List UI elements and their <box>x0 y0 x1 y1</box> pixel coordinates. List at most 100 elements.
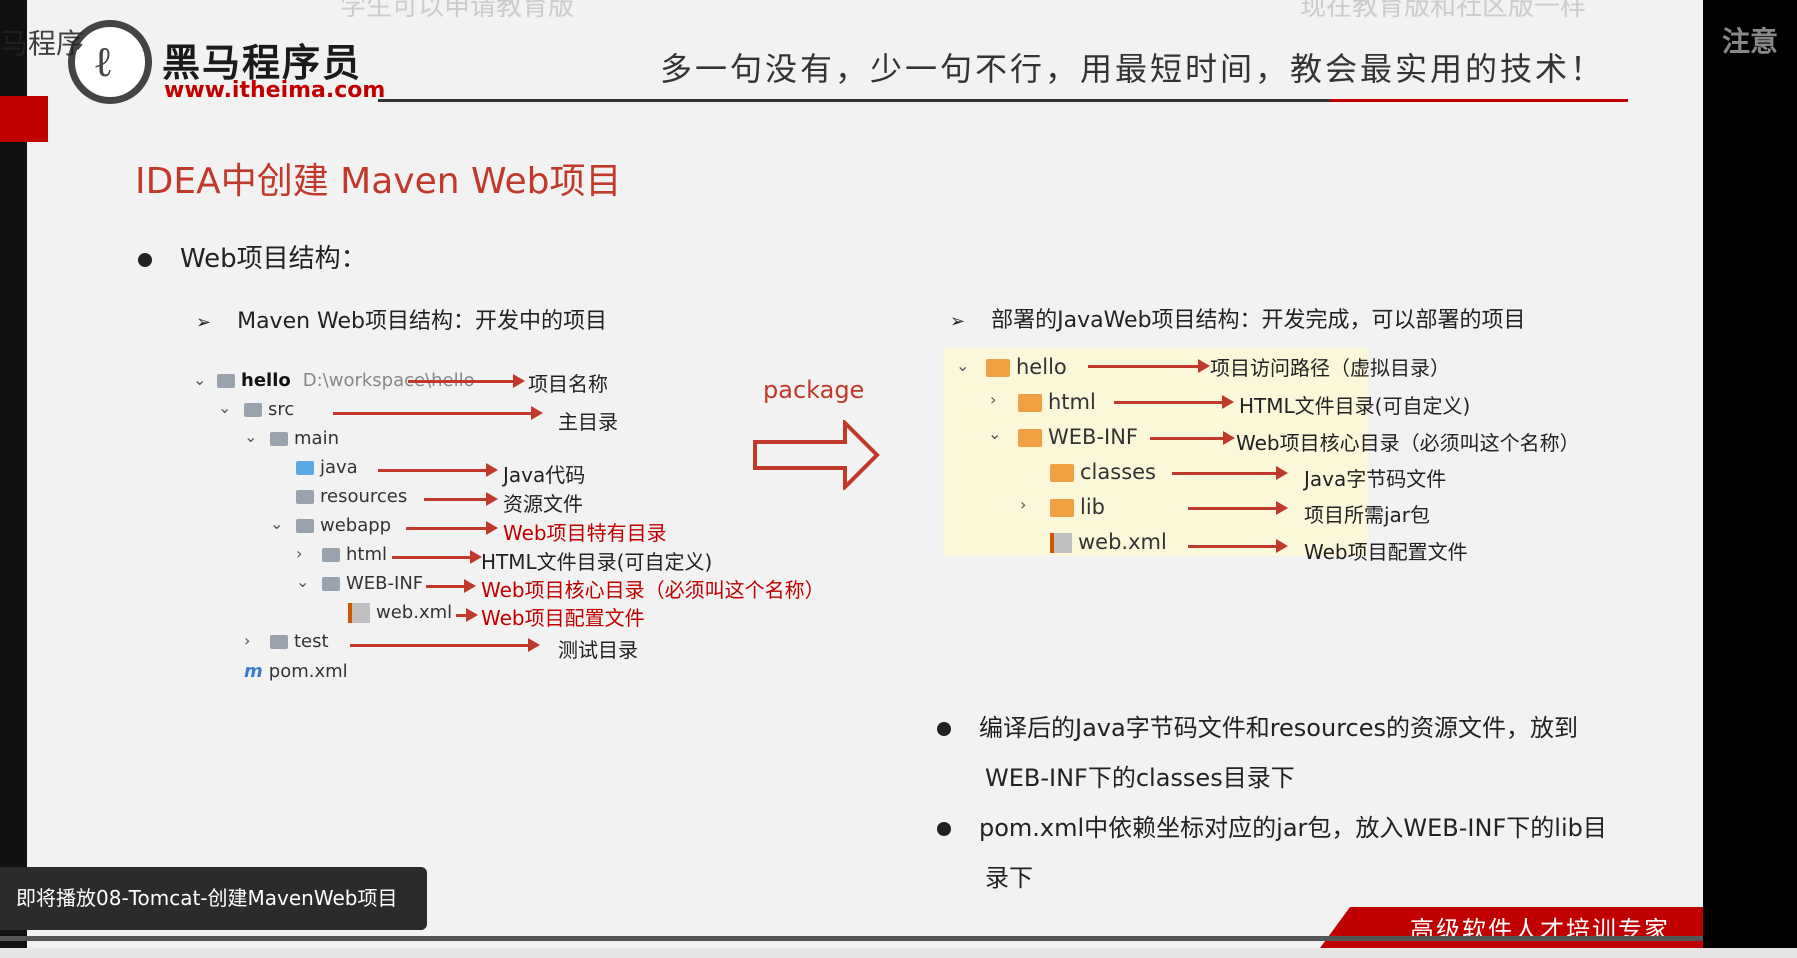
deploy-item-webxml[interactable]: web.xml <box>1050 530 1167 554</box>
logo-horse-icon: ℓ <box>68 20 152 104</box>
folder-icon <box>1050 464 1074 482</box>
xml-file-icon <box>348 603 370 623</box>
label-deploy-html: HTML文件目录(可自定义) <box>1239 394 1471 418</box>
maven-icon: m <box>244 661 263 682</box>
label-jar: 项目所需jar包 <box>1304 503 1431 527</box>
notice-text: 注意 <box>1722 25 1779 58</box>
logo-text: 黑马程序员 <box>162 41 363 85</box>
tree-item-html[interactable]: html <box>322 544 387 565</box>
tree-item-src[interactable]: src <box>244 399 294 420</box>
bullet-dot-icon <box>138 252 152 267</box>
tree-item-webapp[interactable]: webapp <box>296 515 391 536</box>
chevron-down-icon[interactable]: ⌄ <box>193 370 207 389</box>
source-folder-icon <box>296 461 314 475</box>
web-folder-icon <box>296 519 314 533</box>
arrow <box>1150 431 1235 445</box>
bullet-dot-icon <box>937 722 951 736</box>
deploy-item-classes[interactable]: classes <box>1050 460 1156 484</box>
video-progress-bar[interactable] <box>0 936 1703 941</box>
tree-item-webinf[interactable]: WEB-INF <box>322 573 423 594</box>
xml-file-icon <box>1050 533 1072 553</box>
chevron-down-icon[interactable]: ⌄ <box>988 424 1002 443</box>
tree-item-test[interactable]: test <box>270 631 329 652</box>
arrow <box>392 550 482 564</box>
up-next-toast[interactable]: 即将播放08-Tomcat-创建MavenWeb项目 <box>0 867 427 930</box>
deploy-item-webinf[interactable]: WEB-INF <box>1018 425 1138 449</box>
arrow <box>1088 359 1210 373</box>
slide-title: IDEA中创建 Maven Web项目 <box>135 161 622 202</box>
arrow <box>1172 466 1288 480</box>
arrow <box>456 608 478 622</box>
overlay-watermark: 马程序 <box>0 27 85 60</box>
deploy-item-html[interactable]: html <box>1018 390 1096 414</box>
label-bytecode: Java字节码文件 <box>1304 467 1447 491</box>
arrow <box>406 521 498 535</box>
arrow <box>426 579 476 593</box>
note-pom: pom.xml中依赖坐标对应的jar包，放入WEB-INF下的lib目 录下 <box>937 803 1607 903</box>
arrow <box>350 638 540 652</box>
left-heading: ➢Maven Web项目结构：开发中的项目 <box>196 309 608 334</box>
tree-item-webxml[interactable]: web.xml <box>348 602 452 623</box>
deployed-tree-panel <box>943 348 1368 556</box>
slogan: 多一句没有，少一句不行，用最短时间，教会最实用的技术！ <box>660 50 1606 88</box>
logo-url: www.itheima.com <box>164 78 386 103</box>
chevron-right-icon[interactable]: › <box>296 544 303 563</box>
folder-icon <box>322 577 340 591</box>
chevron-down-icon[interactable]: ⌄ <box>218 398 232 417</box>
deploy-item-hello[interactable]: hello <box>986 355 1067 379</box>
video-letterbox <box>1703 0 1797 958</box>
label-webinf-core: Web项目核心目录（必须叫这个名称） <box>481 578 825 602</box>
header-rule-accent <box>1330 99 1628 102</box>
chevron-right-icon[interactable]: › <box>244 631 251 650</box>
label-test-dir: 测试目录 <box>558 638 638 662</box>
tree-item-main[interactable]: main <box>270 428 339 449</box>
arrow <box>424 492 498 506</box>
arrow <box>408 374 525 388</box>
chevron-down-icon[interactable]: ⌄ <box>270 514 284 533</box>
label-web-special: Web项目特有目录 <box>503 521 667 545</box>
tree-item-java[interactable]: java <box>296 457 358 478</box>
folder-icon <box>270 635 288 649</box>
arrow <box>1188 501 1288 515</box>
folder-icon <box>322 548 340 562</box>
left-strip <box>0 0 27 958</box>
package-arrow-icon <box>753 420 880 490</box>
label-resource-files: 资源文件 <box>503 492 583 516</box>
arrowhead-bullet-icon: ➢ <box>196 312 212 333</box>
folder-icon <box>986 359 1010 377</box>
itheima-logo: ℓ 黑马程序员 www.itheima.com <box>68 20 385 106</box>
package-label: package <box>763 376 865 404</box>
note-compiled: 编译后的Java字节码文件和resources的资源文件，放到 WEB-INF下… <box>937 703 1578 803</box>
player-controls-bar[interactable] <box>0 948 1797 958</box>
footer-band <box>1350 907 1703 948</box>
arrow <box>378 463 498 477</box>
label-project-name: 项目名称 <box>528 372 608 396</box>
resources-folder-icon <box>296 490 314 504</box>
chevron-down-icon[interactable]: ⌄ <box>296 572 310 591</box>
label-access-path: 项目访问路径（虚拟目录） <box>1210 356 1450 380</box>
label-deploy-webxml: Web项目配置文件 <box>1304 540 1468 564</box>
deploy-item-lib[interactable]: lib <box>1050 495 1105 519</box>
folder-icon <box>1050 499 1074 517</box>
label-deploy-webinf: Web项目核心目录（必须叫这个名称） <box>1236 431 1580 455</box>
arrowhead-bullet-icon: ➢ <box>950 311 966 332</box>
label-main-dir: 主目录 <box>558 410 618 434</box>
folder-icon <box>244 403 262 417</box>
folder-icon <box>270 432 288 446</box>
folder-icon <box>1018 394 1042 412</box>
chevron-right-icon[interactable]: › <box>990 390 997 409</box>
arrow <box>333 406 543 420</box>
bullet-web-structure: Web项目结构： <box>138 238 367 275</box>
left-red-accent <box>0 96 48 142</box>
arrow <box>1188 539 1288 553</box>
header-rule <box>378 99 1628 102</box>
chevron-right-icon[interactable]: › <box>1020 495 1027 514</box>
right-heading: ➢部署的JavaWeb项目结构：开发完成，可以部署的项目 <box>950 308 1526 333</box>
chevron-down-icon[interactable]: ⌄ <box>956 356 970 375</box>
label-html-dir: HTML文件目录(可自定义) <box>481 550 713 574</box>
arrow <box>1114 395 1234 409</box>
tree-item-resources[interactable]: resources <box>296 486 407 507</box>
chevron-down-icon[interactable]: ⌄ <box>244 427 258 446</box>
